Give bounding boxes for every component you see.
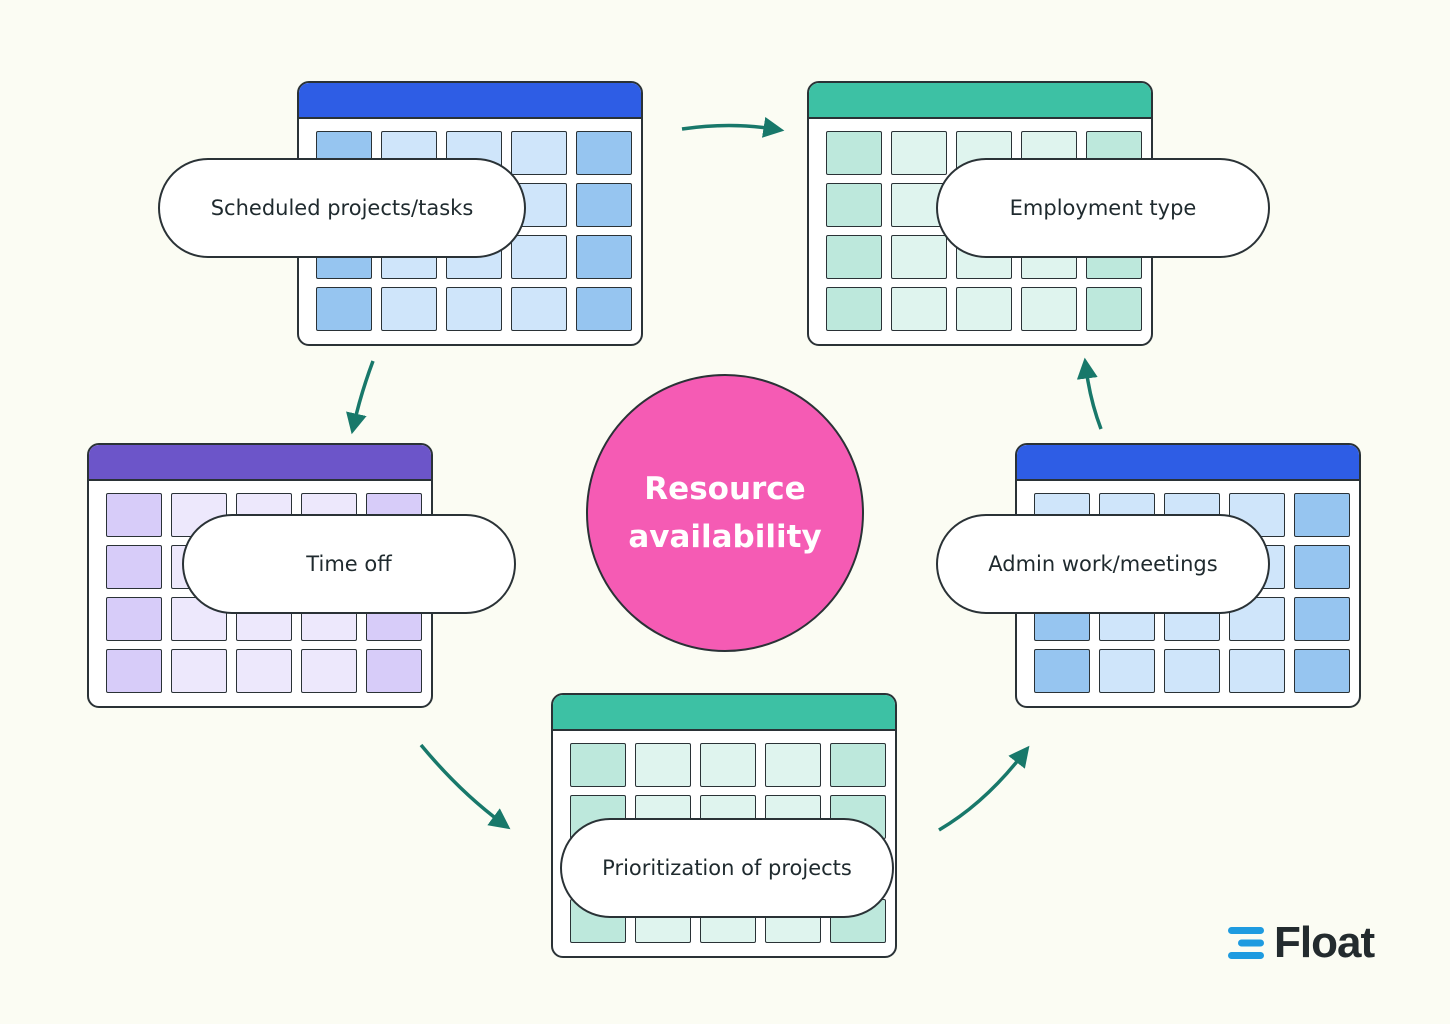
calendar-cell: [700, 743, 756, 787]
node-label-timeoff: Time off: [182, 514, 516, 614]
calendar-cell: [511, 235, 567, 279]
node-label-scheduled: Scheduled projects/tasks: [158, 158, 526, 258]
calendar-cell: [570, 743, 626, 787]
calendar-cell: [1034, 649, 1090, 693]
calendar-cell: [826, 287, 882, 331]
center-title-line1: Resource: [644, 471, 806, 507]
calendar-cell: [366, 649, 422, 693]
arrow-scheduled-to-timeoff: [346, 360, 375, 435]
calendar-cell: [316, 287, 372, 331]
calendar-cell: [891, 131, 947, 175]
node-label-prioritization: Prioritization of projects: [560, 818, 894, 918]
calendar-cell: [236, 649, 292, 693]
float-logo-text: Float: [1274, 918, 1375, 967]
calendar-cell: [830, 743, 886, 787]
float-logo: Float: [1226, 918, 1375, 967]
calendar-cell: [1164, 649, 1220, 693]
card-header: [809, 83, 1151, 119]
calendar-cell: [301, 649, 357, 693]
calendar-cell: [826, 131, 882, 175]
calendar-cell: [1294, 493, 1350, 537]
calendar-cell: [1099, 649, 1155, 693]
calendar-cell: [1086, 287, 1142, 331]
calendar-cell: [576, 183, 632, 227]
calendar-cell: [1229, 597, 1285, 641]
calendar-cell: [826, 183, 882, 227]
arrow-scheduled-to-employment: [681, 116, 785, 138]
calendar-cell: [635, 743, 691, 787]
calendar-cell: [171, 649, 227, 693]
calendar-cell: [765, 743, 821, 787]
calendar-cell: [106, 649, 162, 693]
calendar-cell: [1229, 649, 1285, 693]
calendar-cell: [956, 287, 1012, 331]
card-header: [299, 83, 641, 119]
arrow-prioritization-to-admin: [938, 745, 1030, 832]
arrow-admin-to-employment: [1076, 357, 1103, 430]
calendar-cell: [106, 493, 162, 537]
calendar-cell: [106, 545, 162, 589]
node-label-admin: Admin work/meetings: [936, 514, 1270, 614]
center-title-line2: availability: [628, 519, 822, 555]
calendar-cell: [576, 131, 632, 175]
float-logo-icon: [1228, 927, 1264, 959]
calendar-cell: [381, 287, 437, 331]
center-circle: Resource availability: [586, 374, 864, 652]
card-header: [553, 695, 895, 731]
calendar-cell: [446, 287, 502, 331]
calendar-cell: [576, 287, 632, 331]
calendar-cell: [106, 597, 162, 641]
arrow-timeoff-to-prioritization: [419, 743, 511, 830]
node-label-employment: Employment type: [936, 158, 1270, 258]
calendar-cell: [1294, 545, 1350, 589]
calendar-cell: [891, 235, 947, 279]
calendar-cell: [1294, 649, 1350, 693]
calendar-cell: [511, 131, 567, 175]
calendar-cell: [1294, 597, 1350, 641]
card-header: [89, 445, 431, 481]
card-header: [1017, 445, 1359, 481]
calendar-cell: [891, 287, 947, 331]
calendar-cell: [511, 287, 567, 331]
calendar-cell: [576, 235, 632, 279]
calendar-cell: [1021, 287, 1077, 331]
calendar-cell: [826, 235, 882, 279]
